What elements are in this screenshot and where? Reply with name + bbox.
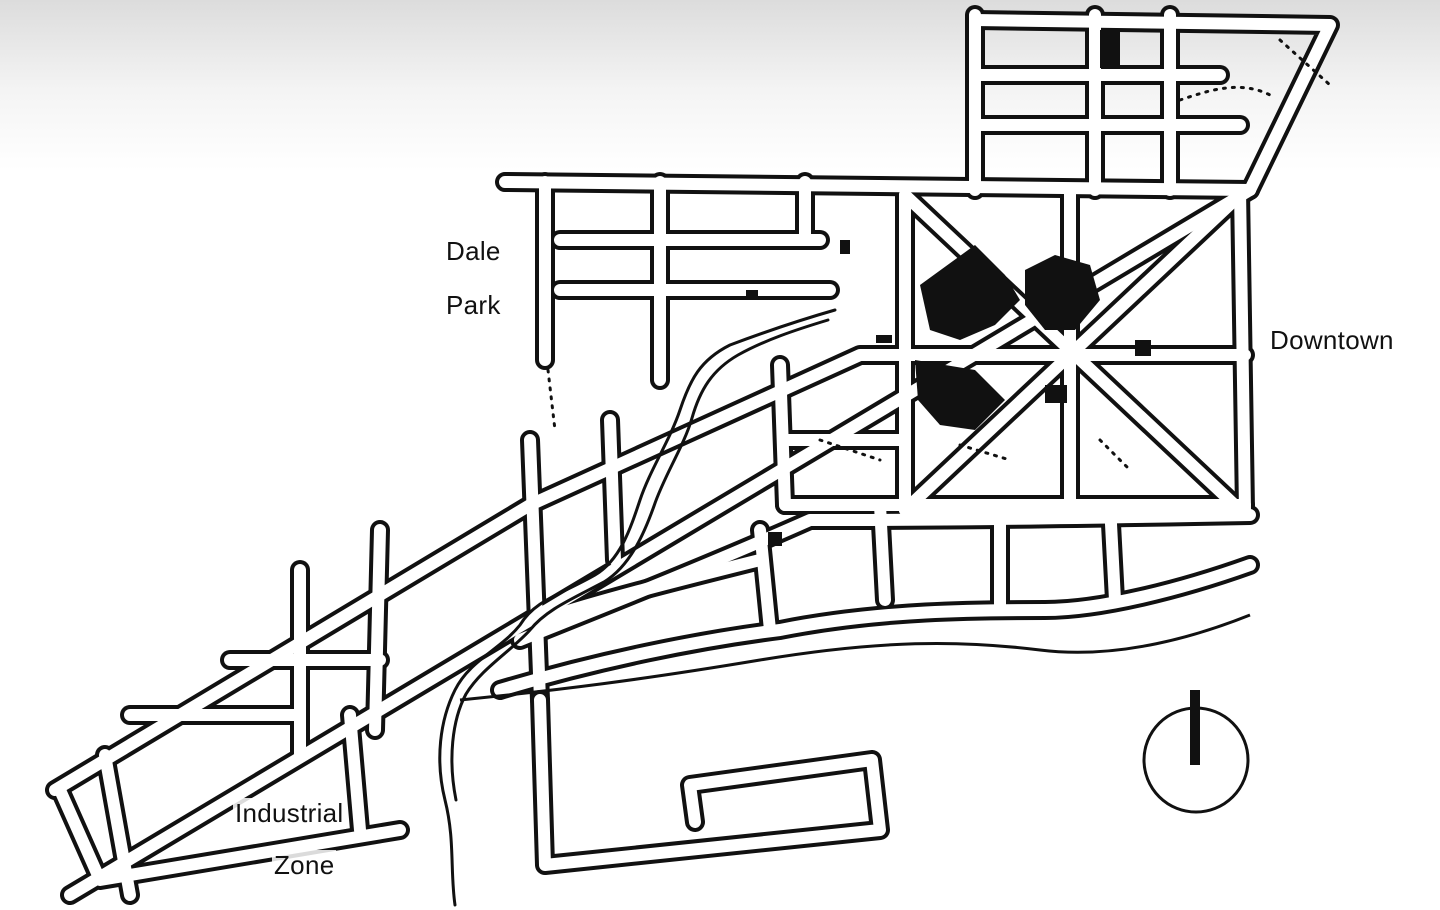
label-industrial: Industrial bbox=[233, 798, 346, 829]
building-blocks bbox=[746, 30, 1151, 546]
street-inner bbox=[534, 554, 766, 626]
street-inner bbox=[604, 414, 621, 566]
street-inner bbox=[524, 434, 546, 706]
label-zone: Zone bbox=[272, 850, 337, 881]
north-arrow-icon bbox=[1142, 690, 1250, 814]
street-inner bbox=[1234, 184, 1251, 516]
shoreline bbox=[459, 613, 1251, 702]
street-inner bbox=[344, 709, 366, 836]
label-park: Park bbox=[444, 290, 503, 321]
label-downtown: Downtown bbox=[1268, 325, 1396, 356]
river bbox=[438, 308, 837, 907]
street bbox=[965, 10, 1340, 200]
street-inner bbox=[494, 559, 1256, 696]
street-inner bbox=[754, 524, 776, 636]
street-inner bbox=[54, 784, 406, 886]
street-inner bbox=[369, 524, 386, 736]
road-network-inner bbox=[49, 9, 1336, 901]
river-bank bbox=[450, 318, 830, 802]
street-inner bbox=[1104, 499, 1121, 606]
dotted-paths bbox=[546, 38, 1332, 472]
street-inner bbox=[969, 14, 1336, 196]
street-inner bbox=[874, 499, 891, 606]
street-inner bbox=[499, 176, 1256, 196]
label-dale: Dale bbox=[444, 236, 503, 267]
road-network bbox=[45, 5, 1340, 905]
